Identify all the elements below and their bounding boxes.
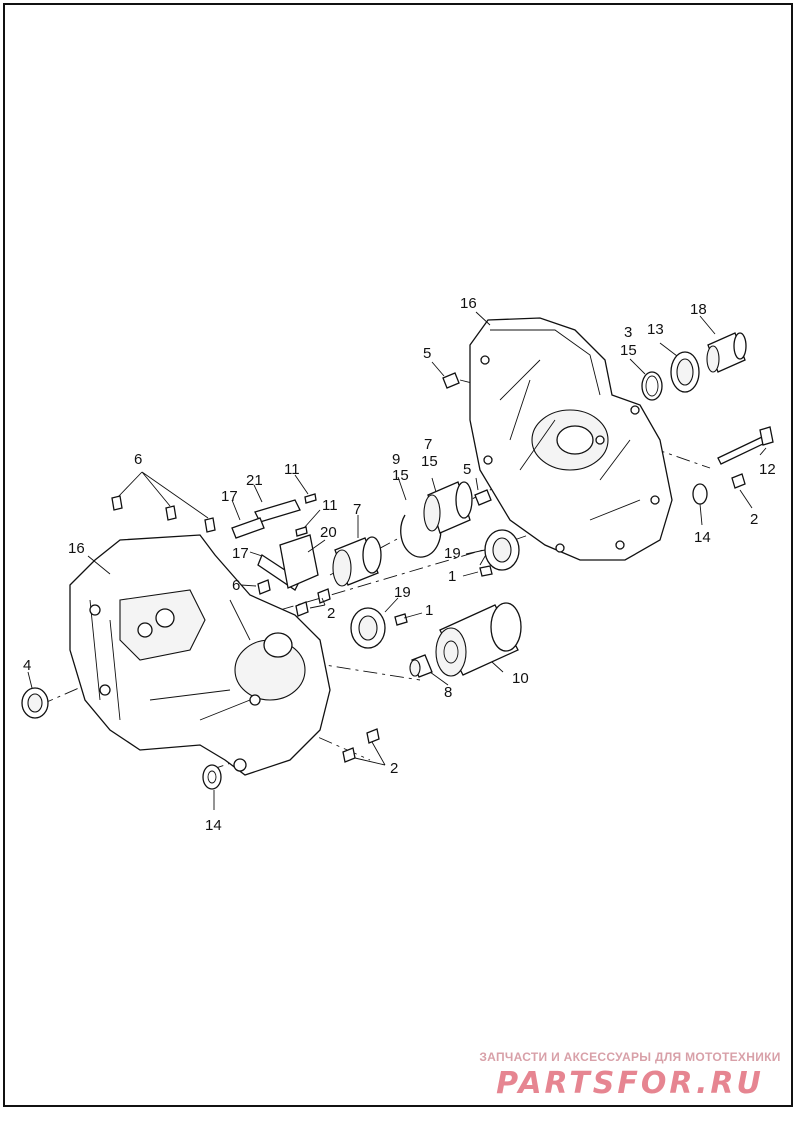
callout-15: 15 (392, 467, 409, 484)
callout-20: 20 (320, 524, 337, 541)
left-case-bolt-hole (249, 694, 261, 706)
left-case-lifter-bore (137, 622, 153, 638)
right-case-ribs (499, 359, 641, 521)
callout-13: 13 (647, 321, 664, 338)
callout-7: 7 (353, 501, 361, 518)
washer-14-bottom-hole (207, 770, 217, 784)
left-case-bearing-seat (263, 632, 293, 658)
right-case-bearing-seat (556, 425, 594, 455)
left-case-lifter-bore (155, 608, 175, 628)
washer-14-right (692, 483, 708, 505)
callout-11: 11 (284, 461, 300, 478)
callout-19: 19 (394, 584, 411, 601)
watermark-brand: PARTSFOR.RU (496, 1066, 764, 1101)
dowel-6-mid (257, 579, 271, 595)
seal-4 (21, 687, 49, 719)
callout-6: 6 (232, 577, 240, 594)
screw-11-top (304, 493, 317, 504)
callout-15: 15 (421, 453, 438, 470)
dowel-2-bottom-b (342, 747, 356, 763)
bolt-12 (717, 426, 774, 465)
dowel-5-mid (474, 489, 492, 506)
bearing-7-mid (423, 481, 473, 534)
callout-1: 1 (448, 568, 456, 585)
dowel-6-c (204, 517, 216, 533)
left-case-bolt-hole (89, 604, 101, 616)
right-crankcase-half (469, 317, 673, 561)
callout-5: 5 (463, 461, 471, 478)
plate-20 (279, 534, 319, 589)
right-case-bolt-hole (630, 405, 640, 415)
sleeve-18 (706, 332, 747, 373)
callout-1: 1 (425, 602, 433, 619)
screw-11-mid (295, 526, 308, 537)
callout-14: 14 (694, 529, 711, 546)
left-crankcase-half (69, 534, 331, 776)
leader-lines (27, 311, 767, 810)
callout-16: 16 (68, 540, 85, 557)
retaining-ring-15-right (641, 371, 663, 401)
retaining-ring-15-right-inner (645, 375, 659, 397)
left-case-bolt-hole (99, 684, 111, 696)
right-case-bolt-hole (480, 355, 490, 365)
callout-5: 5 (423, 345, 431, 362)
callout-10: 10 (512, 670, 529, 687)
dowel-2-right (731, 473, 746, 489)
washer-14-bottom (202, 764, 222, 790)
callout-15: 15 (620, 342, 637, 359)
callout-9: 9 (392, 451, 400, 468)
callout-11: 11 (322, 497, 338, 514)
bearing-19-mid (484, 529, 520, 571)
screw-1-low (394, 613, 408, 626)
screw-1-mid (479, 565, 493, 577)
right-case-bolt-hole (615, 540, 625, 550)
parts (21, 332, 774, 790)
callout-17: 17 (221, 488, 238, 505)
right-case-rim (490, 329, 601, 396)
left-case-bolt-hole (233, 758, 247, 772)
bearing-13 (670, 351, 700, 393)
right-case-bolt-hole (595, 435, 605, 445)
dowel-2-mid-b (317, 588, 331, 604)
callout-numbers: 16 18 3 13 15 5 9 15 7 15 5 12 2 14 19 1… (23, 295, 776, 834)
left-case-outline (69, 534, 331, 776)
callout-14: 14 (205, 817, 222, 834)
callout-3: 3 (624, 324, 632, 341)
callout-2: 2 (390, 760, 398, 777)
right-case-bolt-hole (650, 495, 660, 505)
dowel-5-top (442, 372, 460, 389)
right-case-bolt-hole (483, 455, 493, 465)
callout-18: 18 (690, 301, 707, 318)
bracket-17-top (231, 517, 265, 539)
left-case-ribs (89, 599, 251, 721)
callout-8: 8 (444, 684, 452, 701)
dowel-2-bottom-a (366, 728, 380, 744)
bearing-7-left (332, 536, 382, 587)
dowel-6-a (111, 495, 123, 511)
dowel-6-b (165, 505, 177, 521)
right-case-bolt-hole (555, 543, 565, 553)
callout-21: 21 (246, 472, 263, 489)
callout-4: 4 (23, 657, 31, 674)
callout-16: 16 (460, 295, 477, 312)
callout-12: 12 (759, 461, 776, 478)
oil-filter-10 (435, 602, 522, 677)
callout-2: 2 (750, 511, 758, 528)
callout-2: 2 (327, 605, 335, 622)
callout-7: 7 (424, 436, 432, 453)
callout-19: 19 (444, 545, 461, 562)
bracket-21 (254, 499, 301, 523)
callout-17: 17 (232, 545, 249, 562)
fitting-8 (409, 654, 433, 678)
dowel-2-mid-a (295, 601, 309, 617)
bearing-19-low (350, 607, 386, 649)
callout-6: 6 (134, 451, 142, 468)
watermark: ЗАПЧАСТИ И АКСЕССУАРЫ ДЛЯ МОТОТЕХНИКИ PA… (470, 1050, 790, 1101)
watermark-tagline: ЗАПЧАСТИ И АКСЕССУАРЫ ДЛЯ МОТОТЕХНИКИ (479, 1050, 781, 1064)
